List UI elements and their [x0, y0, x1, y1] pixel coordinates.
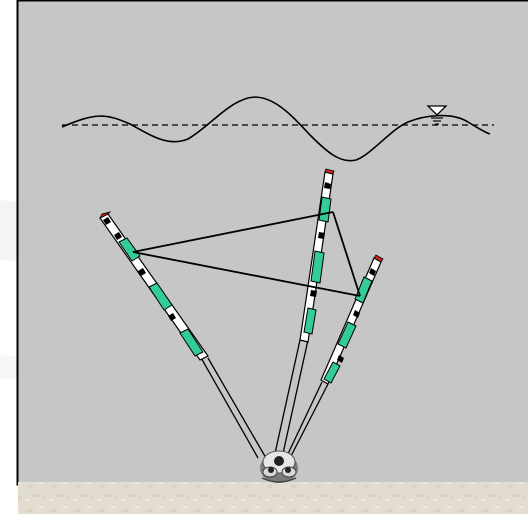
- guy-lines: [199, 339, 329, 459]
- seabed: [18, 482, 528, 514]
- sensor-connections: [132, 211, 361, 297]
- inverted-triangle-icon: [426, 105, 448, 125]
- water-panel: [16, 0, 528, 486]
- sinusoidal-wave-icon: [61, 96, 491, 162]
- sensor-pole-left: [99, 211, 209, 361]
- tripod-mount-icon: [260, 450, 298, 483]
